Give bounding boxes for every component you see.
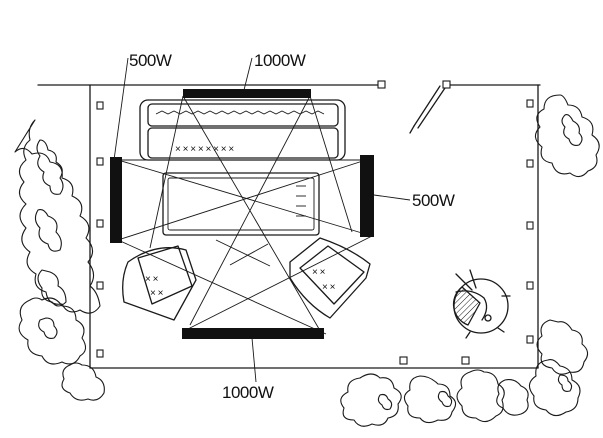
labels: 500W 1000W 500W 1000W	[129, 51, 455, 402]
shrubs-left	[14, 119, 105, 401]
lamp-top-1000w	[183, 89, 311, 98]
grill	[452, 269, 511, 339]
armchair-right: × × × ×	[289, 237, 371, 319]
shrubs-right-bottom	[340, 319, 589, 427]
leader-lines	[113, 57, 411, 383]
light-beams	[117, 95, 373, 335]
lamps	[110, 89, 374, 339]
label-500w-top-left: 500W	[129, 51, 172, 70]
fence-posts	[96, 80, 534, 365]
label-1000w-bottom: 1000W	[222, 383, 274, 402]
lamp-left-500w	[110, 157, 122, 243]
svg-text:× ×: × ×	[322, 282, 336, 293]
svg-text:× ×: × ×	[145, 274, 159, 285]
lamp-bottom-1000w	[182, 328, 324, 339]
fence-lines	[37, 84, 541, 369]
svg-text:× ×: × ×	[312, 267, 326, 278]
shrubs-right-top	[534, 94, 600, 178]
coffee-table	[162, 172, 320, 236]
svg-text:× × × × × × × ×: × × × × × × × ×	[175, 144, 234, 155]
label-1000w-top: 1000W	[254, 51, 306, 70]
lamp-right-500w	[360, 155, 374, 237]
label-500w-right: 500W	[412, 191, 455, 210]
svg-text:× ×: × ×	[150, 288, 164, 299]
armchair-left: × × × ×	[122, 245, 197, 321]
